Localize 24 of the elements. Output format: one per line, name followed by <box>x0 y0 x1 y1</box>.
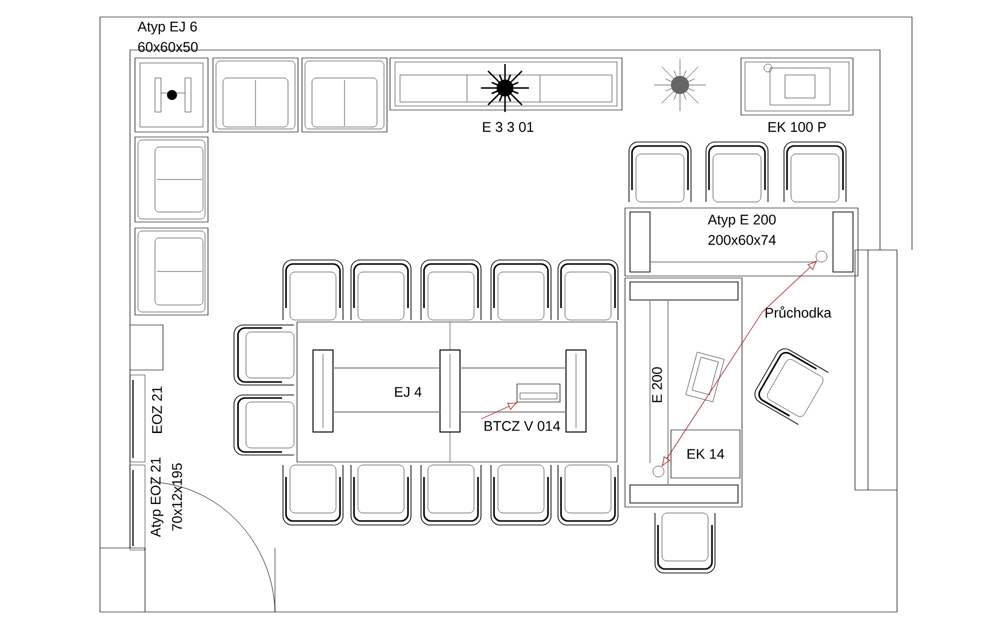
leader-line <box>762 260 817 312</box>
cabinet-label: EOZ 21 <box>152 386 162 433</box>
armchair <box>134 136 208 222</box>
armchair <box>302 58 388 132</box>
cabinet: EK 100 P <box>740 58 854 132</box>
node-label: Atyp EJ 6 <box>138 22 197 34</box>
grommet <box>652 466 664 478</box>
side-table: Atyp EJ 6 60x60x50 <box>134 22 208 132</box>
leader-line <box>662 312 763 466</box>
sofa: E 3 3 01 <box>390 58 622 132</box>
cabinet-label: 70x12x195 <box>172 463 182 531</box>
cabinet-label: Atyp EOZ 21 <box>150 458 164 538</box>
callout-text: BTCZ V 014 <box>484 421 560 431</box>
socket-box <box>516 384 560 402</box>
node-label: E 3 3 01 <box>483 122 534 132</box>
leader-line <box>481 402 518 420</box>
node-label: EK 100 P <box>768 122 826 132</box>
armchair <box>134 228 208 316</box>
desk: Atyp E 200 200x60x74 <box>624 208 858 276</box>
callout-text: Průchodka <box>766 306 832 318</box>
armchair <box>212 58 298 132</box>
drawer-cabinet: EK 14 <box>670 430 740 478</box>
grommet <box>816 250 828 262</box>
node-label: 60x60x50 <box>138 42 198 52</box>
